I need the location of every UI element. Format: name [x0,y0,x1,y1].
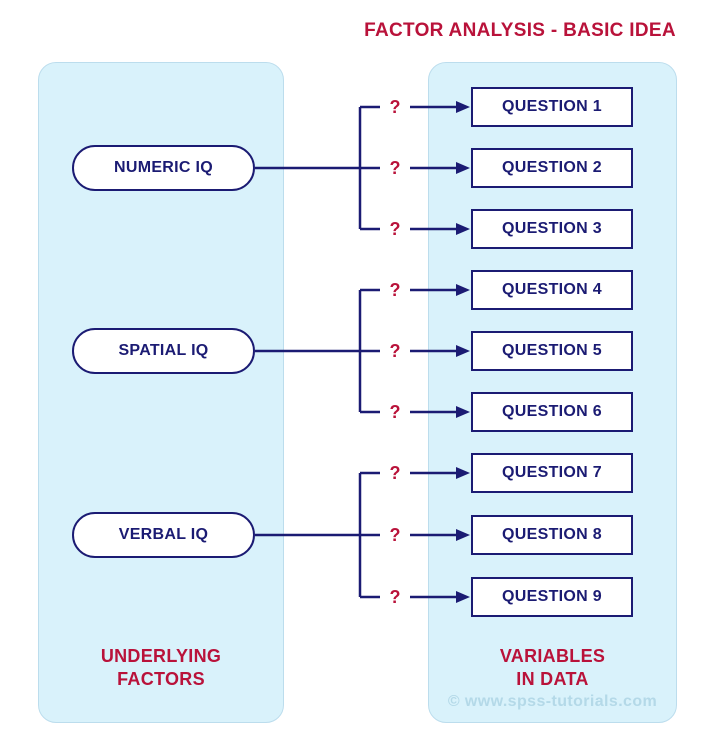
question-mark-2: ? [389,158,401,178]
caption-line: FACTORS [117,669,205,689]
question-mark-3: ? [389,219,401,239]
factor-pill-verbal-iq: VERBAL IQ [72,512,255,558]
caption-line: VARIABLES [499,646,606,666]
variables-in-data-caption: VARIABLES IN DATA [428,645,677,691]
question-mark-6: ? [389,402,401,422]
question-box-9: QUESTION 9 [471,577,633,617]
connector-group-numeric [255,101,470,235]
question-mark-4: ? [389,280,401,300]
watermark-text: © www.spss-tutorials.com [447,693,658,710]
diagram-title: FACTOR ANALYSIS - BASIC IDEA [364,20,676,41]
question-mark-8: ? [389,525,401,545]
question-box-5: QUESTION 5 [471,331,633,371]
question-box-8: QUESTION 8 [471,515,633,555]
question-mark-7: ? [389,463,401,483]
connector-group-spatial [255,284,470,418]
factor-pill-numeric-iq: NUMERIC IQ [72,145,255,191]
caption-line: IN DATA [516,669,589,689]
question-box-7: QUESTION 7 [471,453,633,493]
question-mark-9: ? [389,587,401,607]
question-box-4: QUESTION 4 [471,270,633,310]
question-mark-1: ? [389,97,401,117]
underlying-factors-caption: UNDERLYING FACTORS [38,645,284,691]
question-box-3: QUESTION 3 [471,209,633,249]
caption-line: UNDERLYING [100,646,222,666]
question-box-1: QUESTION 1 [471,87,633,127]
question-box-2: QUESTION 2 [471,148,633,188]
question-box-6: QUESTION 6 [471,392,633,432]
factor-pill-spatial-iq: SPATIAL IQ [72,328,255,374]
connector-group-verbal [255,467,470,603]
question-mark-5: ? [389,341,401,361]
